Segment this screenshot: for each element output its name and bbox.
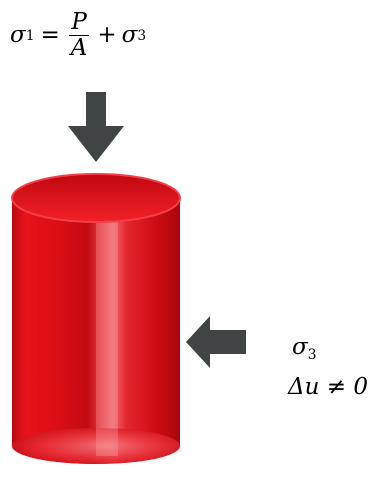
sigma-3-symbol: σ [121, 22, 138, 49]
fraction-numerator: P [68, 9, 90, 37]
equals-sign: = [40, 22, 60, 49]
confining-sigma-symbol: σ [292, 334, 308, 360]
cylinder-bottom-highlight [12, 428, 180, 464]
sigma-1-symbol: σ [10, 22, 26, 49]
confining-sigma-subscript: 3 [307, 346, 317, 363]
load-area-fraction: P A [68, 9, 90, 62]
cylinder-body [12, 198, 180, 464]
top-load-arrow [68, 92, 124, 162]
cylinder-top-face [12, 174, 180, 222]
pore-pressure-label: Δu ≠ 0 [288, 374, 368, 400]
plus-sign: + [97, 22, 117, 49]
fraction-denominator: A [70, 35, 88, 62]
confining-stress-label: σ3 [292, 334, 316, 362]
side-pressure-arrow [186, 316, 246, 368]
cylinder-highlight-stripe [96, 206, 118, 456]
cylinder-top-rim [11, 173, 181, 223]
